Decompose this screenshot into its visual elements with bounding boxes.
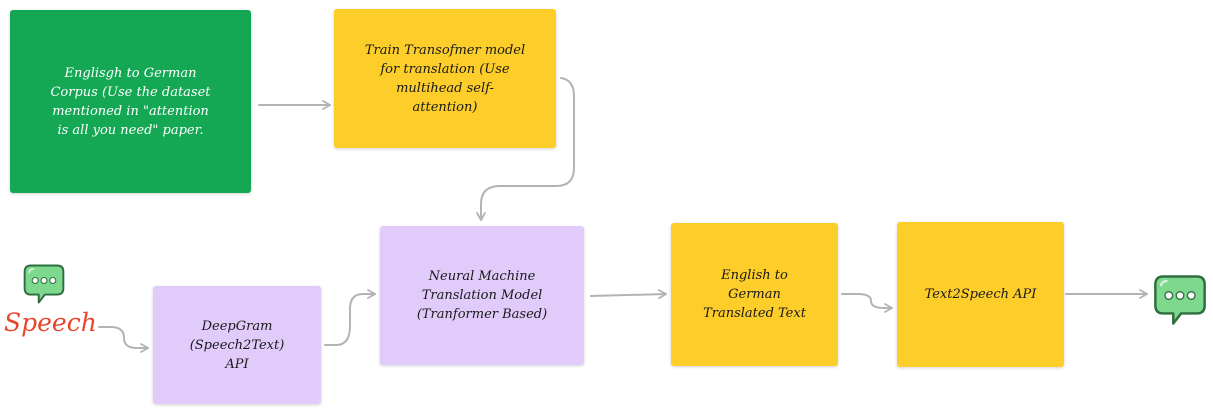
node-train-transformer-label: Train Transofmer model for translation (… (364, 42, 526, 115)
node-translated-text-label: English to German Translated Text (703, 268, 806, 321)
node-deepgram-api[interactable]: DeepGram (Speech2Text) API (153, 286, 321, 404)
arrow-translated-to-tts (841, 293, 893, 313)
node-english-german-corpus[interactable]: Englisgh to German Corpus (Use the datas… (10, 10, 251, 193)
node-english-german-corpus-label: Englisgh to German Corpus (Use the datas… (50, 65, 211, 138)
node-text2speech-api[interactable]: Text2Speech API (897, 222, 1064, 367)
node-translated-text[interactable]: English to German Translated Text (671, 223, 838, 366)
arrow-nmt-to-translated (590, 289, 667, 300)
chat-bubble-icon (1154, 275, 1206, 325)
node-neural-machine-translation[interactable]: Neural Machine Translation Model (Tranfo… (380, 226, 584, 365)
arrow-deepgram-to-nmt (324, 289, 376, 346)
arrow-train-to-nmt (476, 77, 575, 221)
speech-label: Speech (4, 308, 97, 337)
node-text2speech-api-label: Text2Speech API (924, 287, 1037, 302)
arrow-speech-to-deepgram (98, 326, 149, 353)
node-deepgram-api-label: DeepGram (Speech2Text) API (189, 318, 285, 372)
chat-bubble-icon (23, 264, 65, 304)
node-train-transformer[interactable]: Train Transofmer model for translation (… (334, 9, 556, 148)
node-neural-machine-translation-label: Neural Machine Translation Model (Tranfo… (416, 269, 548, 322)
